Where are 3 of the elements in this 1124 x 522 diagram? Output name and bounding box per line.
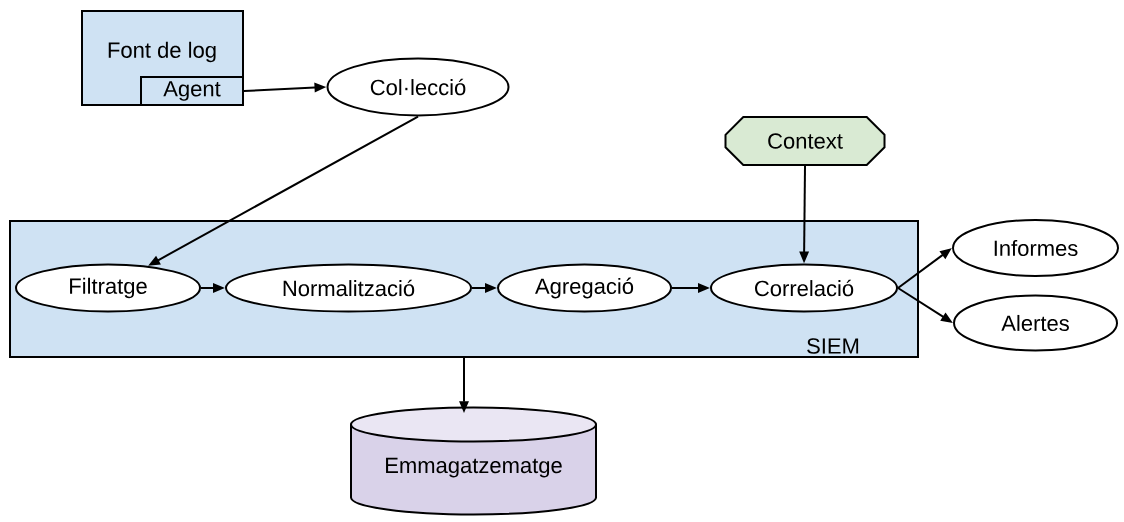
process-box: Agent [140,76,244,106]
context-octagon: Context [724,116,886,166]
storage-cylinder: Emmagatzematge [350,406,597,516]
